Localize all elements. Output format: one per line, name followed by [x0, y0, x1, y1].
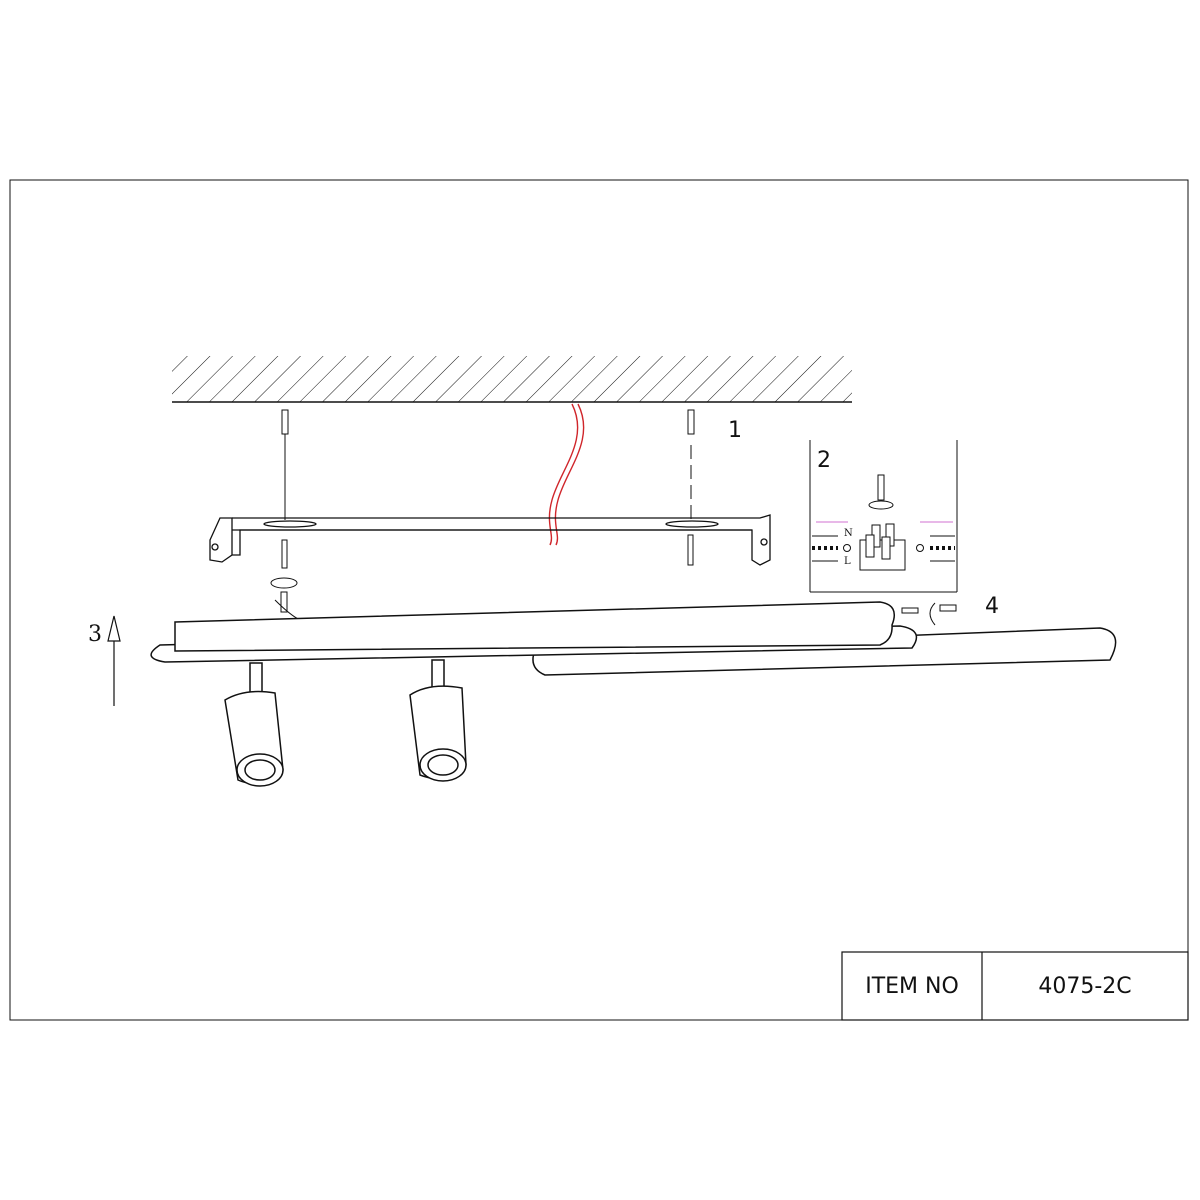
- step-2-label: 2: [817, 448, 831, 473]
- anchor-right: [687, 409, 695, 566]
- live-label: L: [844, 556, 851, 567]
- side-screw: [901, 602, 957, 626]
- ceiling: [172, 356, 852, 403]
- spotlight-right: [409, 659, 467, 782]
- rotation-screw-center: [270, 577, 301, 621]
- step-1-label: 1: [728, 418, 742, 443]
- neutral-label: N: [844, 528, 853, 539]
- title-block: [841, 951, 1189, 1021]
- lift-arrow: [107, 615, 121, 706]
- wiring-inset: [809, 440, 958, 593]
- step-4-label: 4: [985, 594, 999, 619]
- drawing-frame: [9, 179, 1189, 1021]
- mains-wires: [548, 403, 585, 546]
- item-no-label: ITEM NO: [865, 973, 959, 999]
- mounting-bracket: [209, 514, 771, 566]
- step-3-label: 3: [88, 622, 102, 647]
- light-fixture: [150, 601, 1117, 676]
- item-no-value: 4075-2C: [1038, 973, 1132, 999]
- spotlight-left: [224, 662, 284, 787]
- anchor-left: [281, 409, 289, 569]
